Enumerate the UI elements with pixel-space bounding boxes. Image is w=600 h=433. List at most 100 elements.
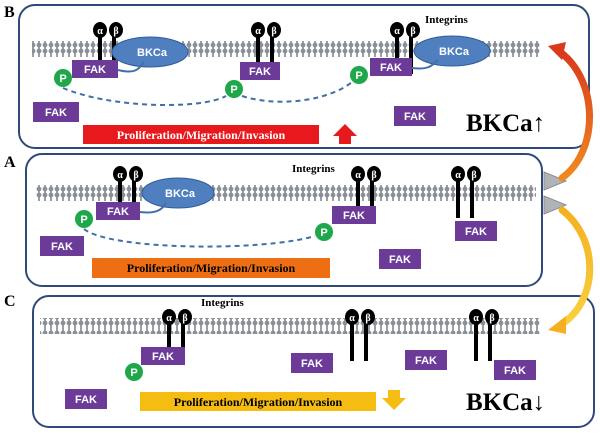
bar-b [83,125,319,144]
fak-label: FAK [45,107,67,119]
phospho-label: P [320,227,327,239]
beta-label: β [471,170,476,181]
fak-box [394,106,436,126]
fak-box [141,347,185,365]
phospho-label: P [130,367,137,379]
status-label-b: BKCa↑ [466,110,545,137]
fak-label: FAK [504,365,526,377]
fak-label: FAK [301,358,323,370]
integrin-a3: α β [451,166,481,218]
fak-label: FAK [389,254,411,266]
panel-a-letter: A [4,154,16,171]
bkca-label: BKCa [439,46,470,58]
bkca-channel [413,35,491,67]
arrow-head-up-icon [548,42,566,60]
integrins-label-b: Integrins [425,14,469,26]
integrins-label-a: Integrins [292,163,336,175]
bkca-label: BKCa [137,47,168,59]
phospho-circle [125,363,143,381]
alpha-label: α [255,26,261,37]
beta-label: β [271,26,276,37]
fak-box [332,206,376,224]
panel-a: A Integrins α β FAK P BKCa α β FAK [4,153,543,287]
alpha-label: α [349,313,355,324]
alpha-label: α [117,170,123,181]
gray-notch-icon [543,171,568,191]
alpha-label: α [97,26,103,37]
fak-label: FAK [75,394,97,406]
phospho-label: P [230,84,237,96]
phospho-label: P [59,73,66,85]
alpha-label: α [355,170,361,181]
dashed-link [83,228,316,248]
fak-box [240,62,280,80]
bkca-label: BKCa [165,188,196,200]
phospho-label: P [80,214,87,226]
fak-label: FAK [343,210,365,222]
panel-b: B Integrins α β FAK P BKCa α β FAK [4,4,590,149]
fak-label: FAK [465,226,487,238]
fak-box [96,202,140,220]
beta-label: β [489,313,494,324]
bar-a [92,258,330,278]
dashed-link [62,87,227,107]
fak-label: FAK [107,206,129,218]
fak-label: FAK [404,111,426,123]
phospho-circle [350,66,368,84]
phospho-circle [75,210,93,228]
curved-arrow-down [558,206,594,328]
panel-c: C Integrins α β FAK P α β [4,293,595,428]
integrin-c3: α β [469,309,499,361]
beta-label: β [410,26,415,37]
fak-label: FAK [415,355,437,367]
fak-label: FAK [152,351,174,363]
beta-label: β [371,170,376,181]
phospho-circle [54,69,72,87]
integrins-label-c: Integrins [201,297,245,309]
fak-label: FAK [249,66,271,78]
integrin-a1: α β [113,166,143,218]
integrin-a2: α β [351,166,381,218]
transition-arrows [543,42,594,334]
bar-c-text: Proliferation/Migration/Invasion [174,395,343,409]
phospho-circle [225,80,243,98]
arrow-head-down-icon [548,316,566,334]
fak-box [494,360,536,380]
beta-label: β [113,26,118,37]
integrin-b2: α β [251,22,281,74]
fak-box [370,58,412,76]
panel-c-letter: C [4,293,16,310]
beta-label: β [182,313,187,324]
integrin-c1: α β [162,309,192,361]
status-label-c: BKCa↓ [466,389,545,416]
beta-label: β [365,313,370,324]
bkca-channel [141,177,215,209]
fak-label: FAK [51,241,73,253]
bar-c [140,392,376,411]
fak-box [40,236,84,256]
membrane-a [36,185,536,201]
fak-box [379,249,421,269]
alpha-label: α [473,313,479,324]
beta-label: β [133,170,138,181]
fak-box [455,221,497,241]
fak-label: FAK [84,64,106,76]
bar-a-text: Proliferation/Migration/Invasion [127,261,296,275]
curved-arrow-up [556,48,593,182]
bkca-link [139,202,167,214]
integrin-b3: α β [390,22,420,74]
fak-box [405,350,447,370]
phospho-circle [315,223,333,241]
bkca-link [411,59,439,70]
alpha-label: α [166,313,172,324]
fak-box [33,102,79,122]
panel-b-letter: B [4,4,15,21]
arrow-down-icon [382,390,406,410]
bar-b-text: Proliferation/Migration/Invasion [117,128,286,142]
fak-label: FAK [380,62,402,74]
fak-box [72,60,118,78]
membrane-c [40,318,540,334]
bkca-channel [111,36,189,68]
arrow-up-icon [333,124,357,144]
